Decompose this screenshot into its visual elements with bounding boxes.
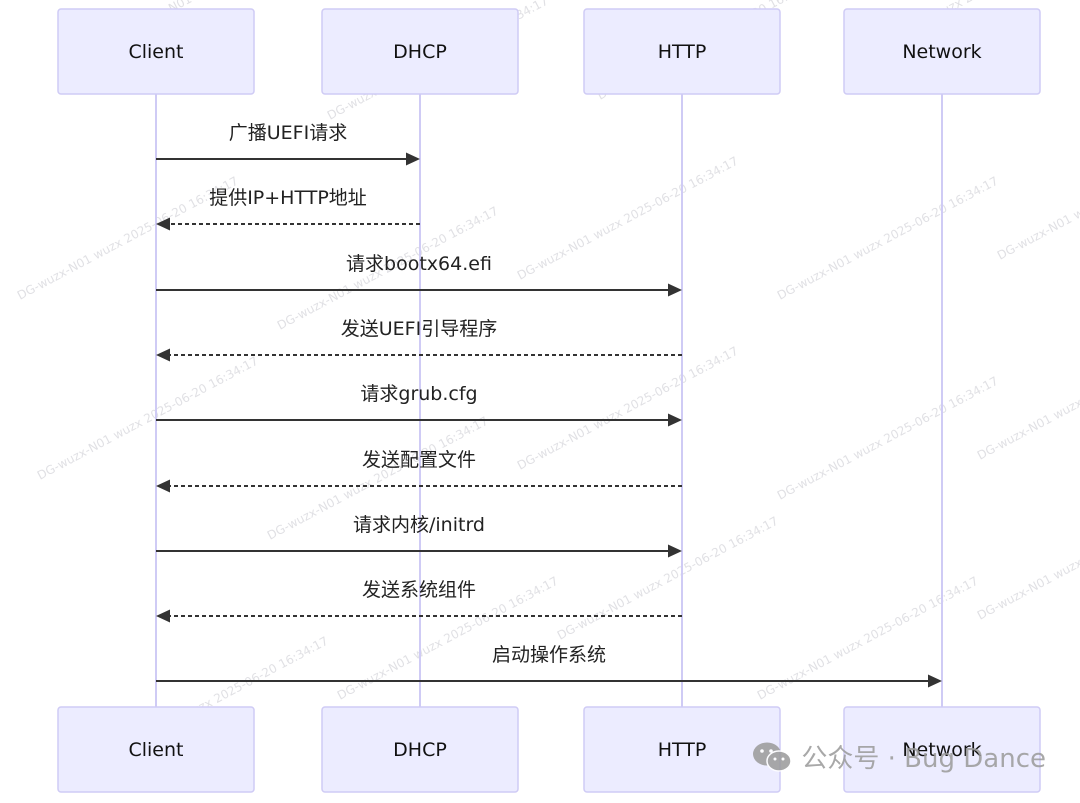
watermark-text: DG-wuzx-N01 wuzx 2025-06-20 16:34:17 <box>775 374 1001 503</box>
actor-label-http: HTTP <box>658 41 707 63</box>
actor-label-dhcp: DHCP <box>393 41 447 63</box>
message-label: 发送UEFI引导程序 <box>341 318 497 340</box>
message-3: 请求bootx64.efi <box>156 253 682 297</box>
actor-label-client: Client <box>128 739 183 761</box>
watermark-text: DG-wuzx-N01 wuzx 2025-06-20 16:34:17 <box>515 154 741 283</box>
message-8: 发送系统组件 <box>156 579 682 623</box>
message-label: 请求grub.cfg <box>360 383 477 405</box>
watermark-text: DG-wuzx-N01 wuzx 2025-06-20 16:34:17 <box>35 354 261 483</box>
actor-box-dhcp-top: DHCP <box>321 8 519 95</box>
brand-watermark: 公众号 · Bug Dance <box>751 738 1046 775</box>
message-arrowhead <box>928 674 942 688</box>
message-label: 发送系统组件 <box>362 579 476 601</box>
message-arrowhead <box>668 413 682 427</box>
watermark-text: DG-wuzx-N01 wuzx 2025-06-20 16:34:17 <box>515 344 741 473</box>
actor-label-client: Client <box>128 41 183 63</box>
message-label: 发送配置文件 <box>362 449 476 471</box>
message-label: 请求内核/initrd <box>353 514 485 536</box>
message-label: 启动操作系统 <box>492 644 606 666</box>
watermark-text: DG-wuzx-N01 wuzx 2025-06-20 16:34:17 <box>775 174 1001 303</box>
message-5: 请求grub.cfg <box>156 383 682 427</box>
message-label: 提供IP+HTTP地址 <box>209 187 367 209</box>
message-label: 请求bootx64.efi <box>346 253 492 275</box>
actor-label-network: Network <box>902 739 981 761</box>
message-arrowhead <box>156 479 170 493</box>
message-label: 广播UEFI请求 <box>229 122 347 144</box>
message-1: 广播UEFI请求 <box>156 122 420 166</box>
actor-box-client-bottom: Client <box>57 706 255 793</box>
message-arrowhead <box>156 217 170 231</box>
message-9: 启动操作系统 <box>156 644 942 688</box>
watermark-text: DG-wuzx-N01 wuzx 2025-06-20 16:34:17 <box>755 574 981 703</box>
watermark-text: DG-wuzx-N01 wuzx 2025-06-20 16:34:17 <box>555 514 781 643</box>
actors-bottom: Client DHCP HTTP Network <box>57 706 1041 793</box>
message-arrowhead <box>668 544 682 558</box>
message-arrowhead <box>156 348 170 362</box>
actor-label-http: HTTP <box>658 739 707 761</box>
message-7: 请求内核/initrd <box>156 514 682 558</box>
actor-box-network-bottom: Network <box>843 706 1041 793</box>
wechat-icon <box>753 742 793 772</box>
actor-box-network-top: Network <box>843 8 1041 95</box>
actor-box-http-top: HTTP <box>583 8 781 95</box>
actor-box-client-top: Client <box>57 8 255 95</box>
actor-label-dhcp: DHCP <box>393 739 447 761</box>
message-arrowhead <box>406 152 420 166</box>
lifelines <box>155 94 943 707</box>
watermark-text: DG-wuzx-N01 wuzx 2025-06-20 16:34:17 <box>15 174 241 303</box>
watermark-text: DG-wuzx-N01 wuzx 2025-06-20 16:34:17 <box>975 494 1080 623</box>
watermark-text: DG-wuzx-N01 wuzx 2025-06-20 16:34:17 <box>975 334 1080 463</box>
watermark-text: DG-wuzx-N01 wuzx 2025-06-20 16:34:17 <box>995 134 1080 263</box>
message-arrowhead <box>156 609 170 623</box>
message-4: 发送UEFI引导程序 <box>156 318 682 362</box>
actor-box-http-bottom: HTTP <box>583 706 781 793</box>
actor-label-network: Network <box>902 41 981 63</box>
message-arrowhead <box>668 283 682 297</box>
message-2: 提供IP+HTTP地址 <box>156 187 420 231</box>
brand-text: 公众号 · Bug Dance <box>801 744 1046 774</box>
actor-box-dhcp-bottom: DHCP <box>321 706 519 793</box>
actors-top: Client DHCP HTTP Network <box>57 8 1041 95</box>
message-6: 发送配置文件 <box>156 449 682 493</box>
